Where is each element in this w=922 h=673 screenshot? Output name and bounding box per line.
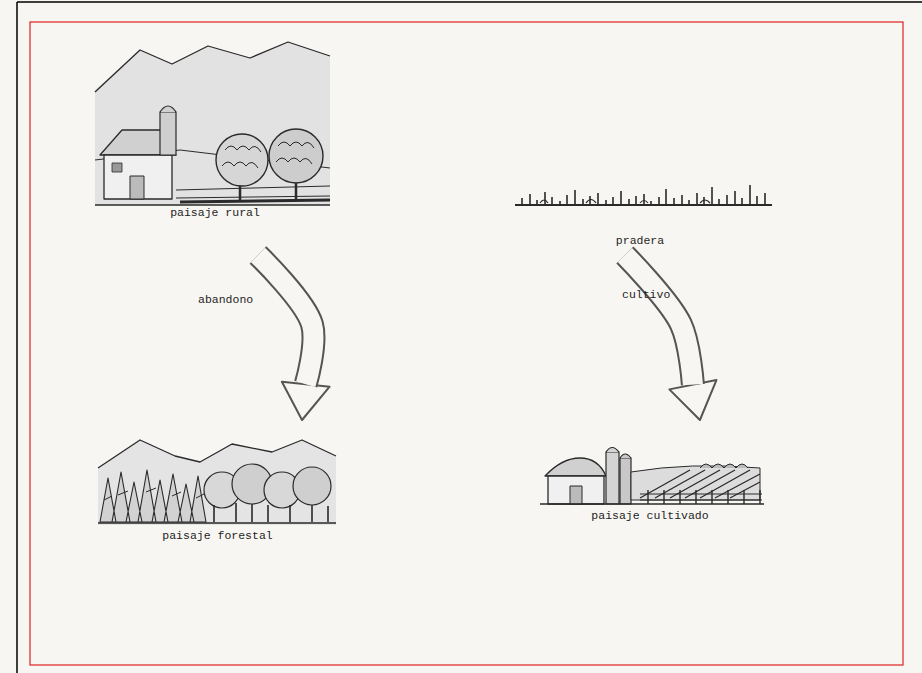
mountain-line <box>95 42 330 92</box>
curved-arrow <box>258 255 330 420</box>
tree-crown <box>216 134 268 186</box>
frame-border <box>30 22 903 665</box>
landscape-node: paisaje cultivado <box>535 420 765 525</box>
barn-window <box>112 163 122 172</box>
outer-border <box>17 1 922 3</box>
silo <box>606 452 619 504</box>
landscape-caption: paisaje rural <box>95 206 335 220</box>
ground-line <box>98 522 336 524</box>
arrow-label: abandono <box>198 293 253 307</box>
sky-shade <box>95 42 330 205</box>
landscape-caption: pradera <box>505 234 775 248</box>
silo <box>160 112 176 155</box>
rural-illustration <box>95 42 330 205</box>
barn-door <box>130 176 144 199</box>
field-line <box>176 186 330 198</box>
arrow-body-outline <box>625 255 693 385</box>
arrow-head <box>669 380 716 420</box>
hedge <box>700 464 748 468</box>
sky-shade <box>98 440 336 525</box>
silo-dome <box>620 454 631 458</box>
grass-strokes <box>522 185 765 205</box>
barn-wall <box>104 155 172 199</box>
field-band <box>180 200 330 202</box>
conifer-branches <box>104 488 204 500</box>
tree-crown <box>293 467 331 505</box>
tree-scribble <box>222 146 261 168</box>
tree-trunk <box>240 183 296 200</box>
landscape-caption: paisaje cultivado <box>535 509 765 523</box>
ground-line <box>540 503 764 505</box>
tree-scribble <box>276 142 314 164</box>
barn-door <box>570 486 582 504</box>
ground-line <box>95 204 330 206</box>
arrow-head <box>282 382 330 420</box>
forest-illustration <box>98 440 336 525</box>
fence-posts <box>648 490 760 504</box>
tree-crown <box>269 129 323 183</box>
grass-tufts <box>540 200 710 204</box>
silo-dome <box>160 106 176 112</box>
curved-arrow <box>625 255 717 420</box>
tree-trunks <box>214 503 328 522</box>
arrow-body-fill <box>258 255 314 384</box>
arrow-body-fill <box>625 255 693 385</box>
landscape-node: paisaje rural <box>95 38 335 255</box>
barn-roof <box>545 458 606 476</box>
mountain-line <box>98 440 336 468</box>
landscape-node: pradera <box>505 175 775 255</box>
silo <box>620 458 631 504</box>
farm-illustration <box>540 448 764 505</box>
landscape-caption: paisaje forestal <box>95 529 340 543</box>
outer-border <box>16 2 18 673</box>
barn-wall <box>548 476 604 504</box>
arrow-label: cultivo <box>622 288 670 302</box>
silo-dome <box>606 448 619 453</box>
conifer-trees <box>100 470 206 522</box>
landscape-node: paisaje forestal <box>95 420 340 545</box>
prairie-illustration <box>515 185 772 205</box>
arrow-body-outline <box>258 255 314 384</box>
